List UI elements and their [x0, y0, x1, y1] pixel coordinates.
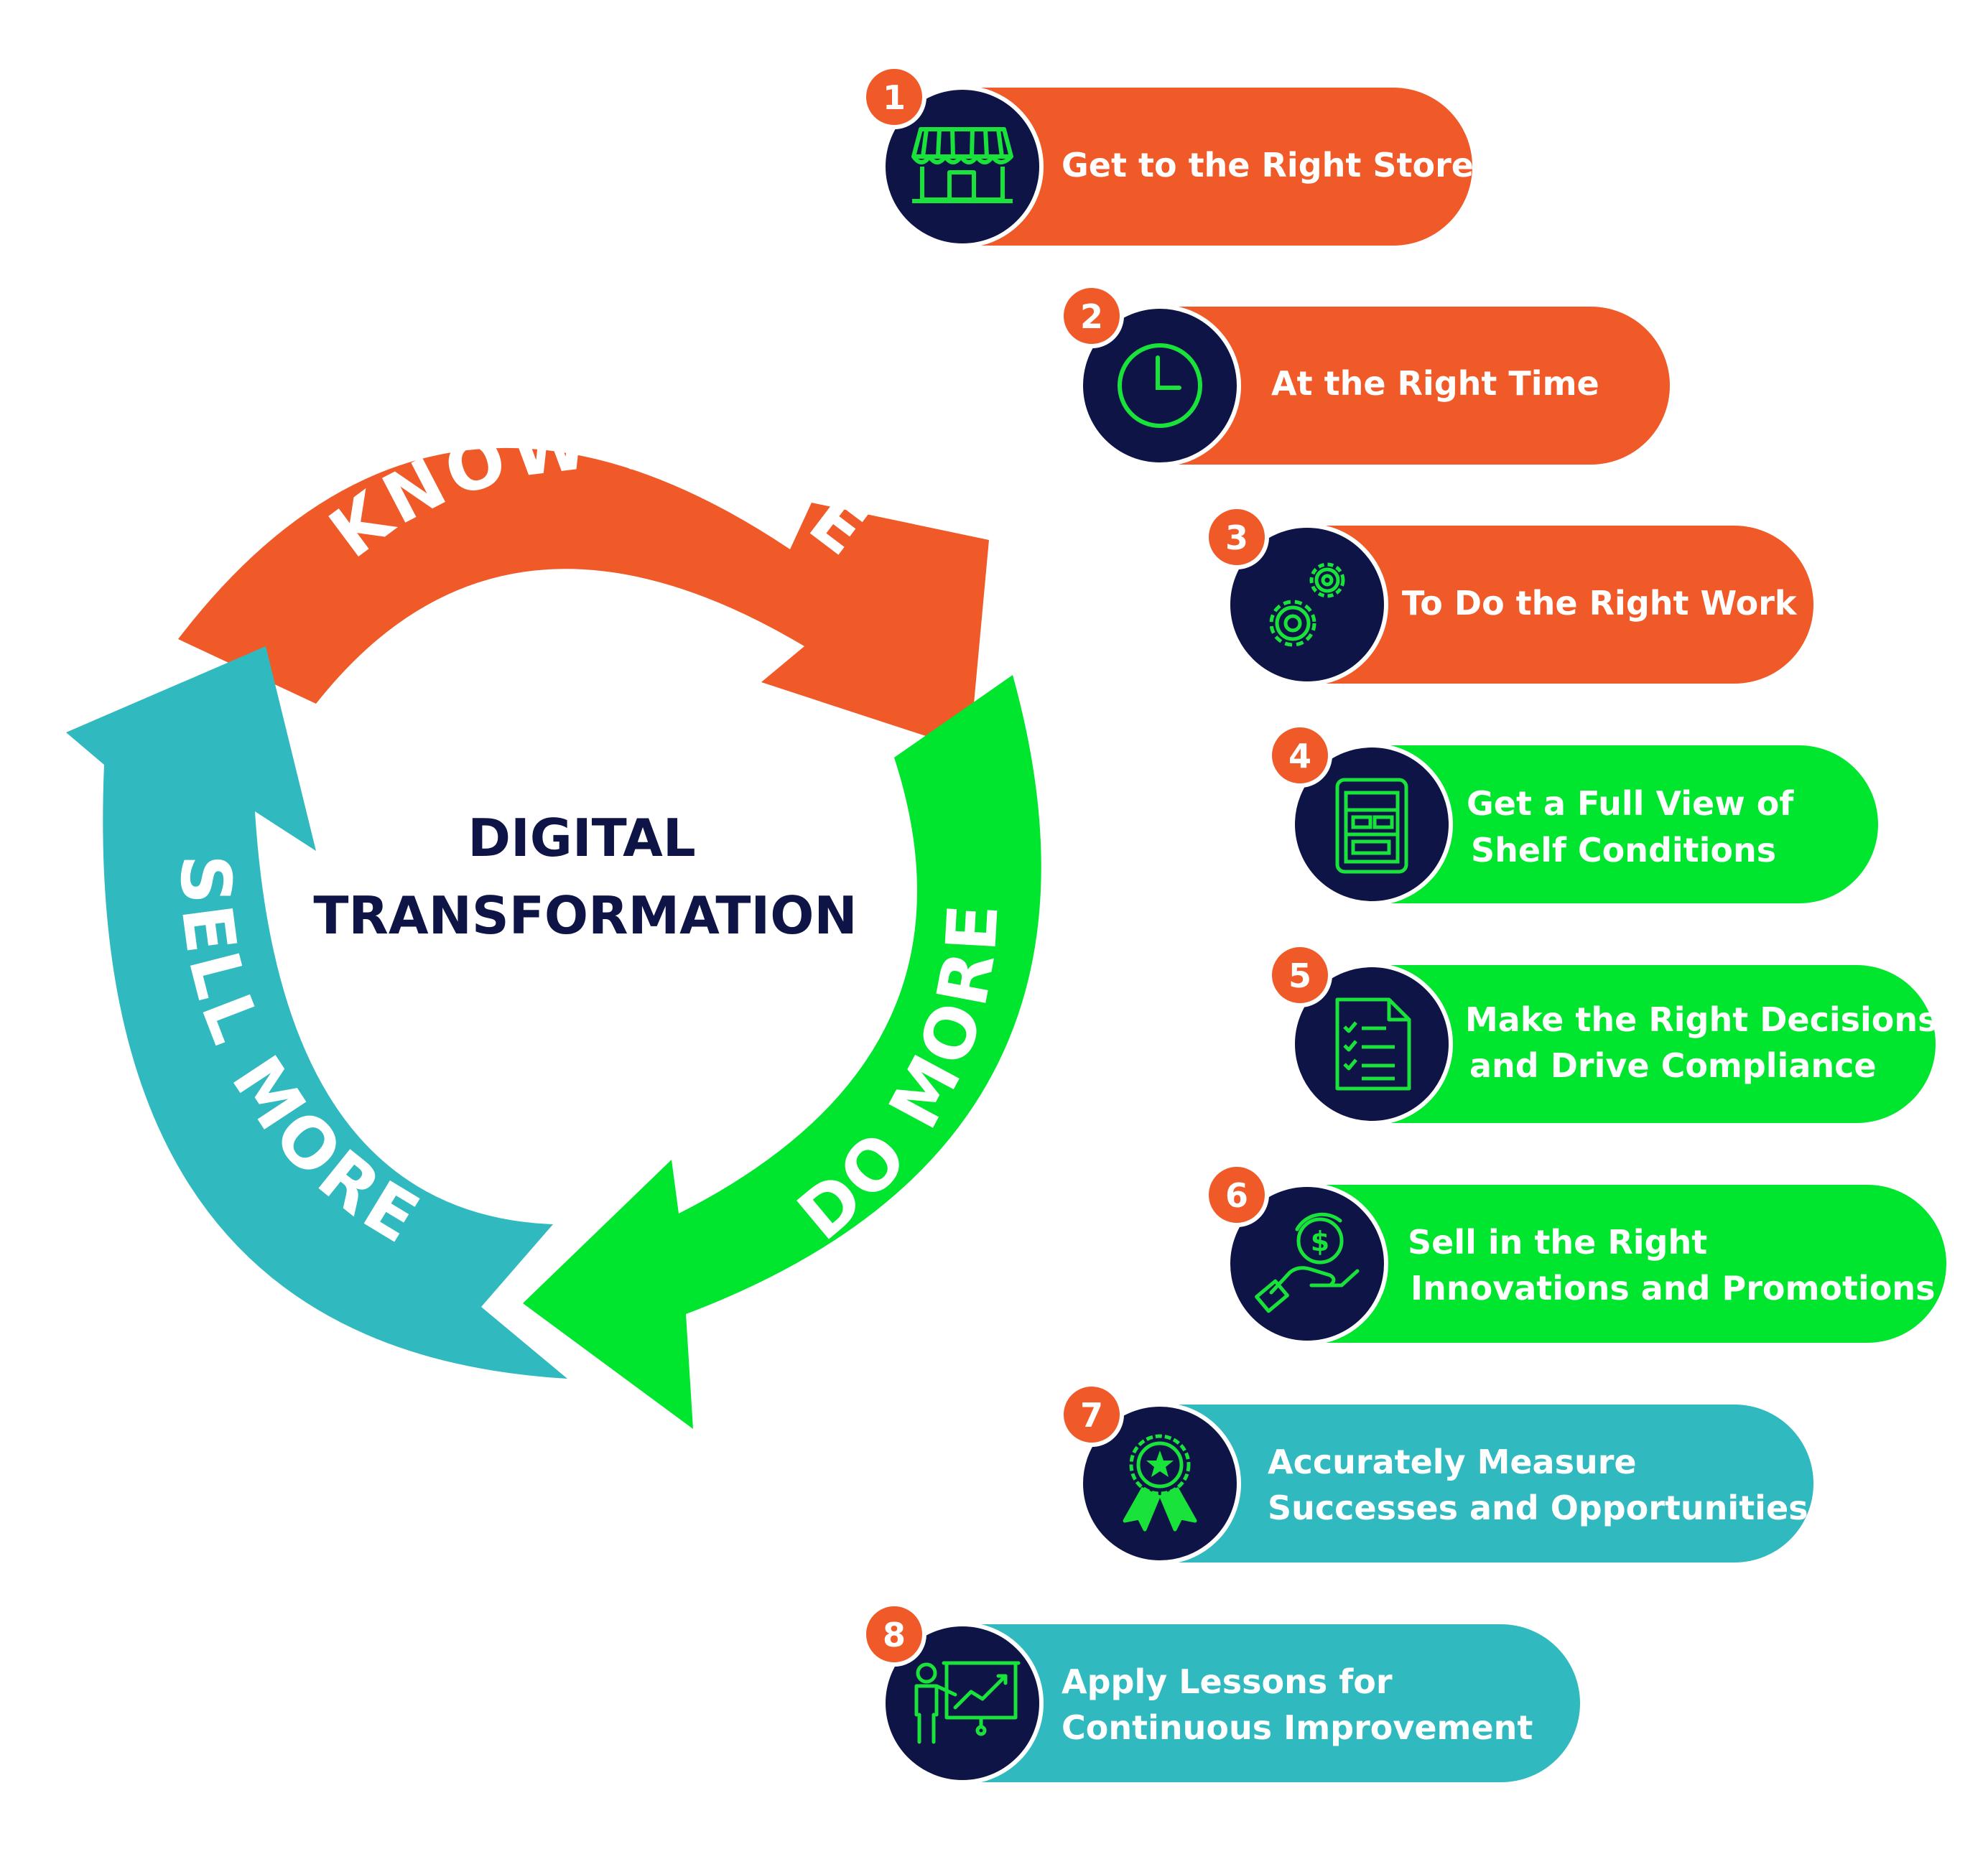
step-8-label-line2: Continuous Improvement — [1062, 1708, 1533, 1747]
step-7-pill — [1081, 1405, 1813, 1562]
svg-text:$: $ — [1311, 1226, 1329, 1257]
clock-icon — [1118, 343, 1202, 428]
presentation-icon — [914, 1661, 1021, 1744]
step-5-icon-circle — [1291, 963, 1453, 1125]
do-more-arrow — [523, 675, 1041, 1429]
step-3-icon-circle — [1226, 523, 1388, 686]
step-5-label-line1: Make the Right Decisions — [1465, 1000, 1938, 1039]
step-3-label: To Do the Right Work — [1402, 584, 1798, 623]
step-6-label-line1: Sell in the Right — [1408, 1223, 1707, 1262]
step-2-number: 2 — [1080, 297, 1103, 336]
step-6: $ 6 Sell in the Right Innovations and Pr… — [1204, 1163, 1946, 1345]
step-3-badge — [1204, 505, 1269, 569]
step-6-badge — [1204, 1163, 1269, 1227]
center-title-line2: TRANSFORMATION — [313, 885, 857, 946]
step-7-icon-circle — [1079, 1402, 1241, 1565]
hand-coin-icon: $ — [1255, 1212, 1360, 1313]
center-title-line1: DIGITAL — [468, 808, 696, 868]
sell-more-arrow — [66, 646, 567, 1379]
step-8-pill — [883, 1624, 1580, 1782]
step-4-label-line2: Shelf Conditions — [1471, 831, 1776, 870]
step-6-label-line2: Innovations and Promotions — [1411, 1269, 1936, 1308]
step-7-label-line2: Successes and Opportunities — [1268, 1489, 1808, 1527]
checklist-icon — [1335, 997, 1411, 1091]
step-3: 3 To Do the Right Work — [1204, 505, 1813, 686]
step-1-label: Get to the Right Store — [1062, 146, 1474, 185]
step-7-number: 7 — [1080, 1396, 1103, 1435]
tablet-icon — [1335, 778, 1408, 874]
know-more-arrow — [178, 447, 989, 750]
step-8-number: 8 — [883, 1616, 906, 1654]
step-1-badge — [862, 65, 926, 129]
step-5-label-line2: and Drive Compliance — [1469, 1046, 1877, 1085]
step-2: 2 At the Right Time — [1059, 284, 1670, 467]
step-6-pill — [1228, 1185, 1946, 1343]
gears-icon — [1269, 562, 1345, 647]
cycle-arrows — [66, 447, 1041, 1429]
award-icon — [1123, 1434, 1197, 1532]
step-4-badge — [1268, 723, 1332, 788]
step-7: 7 Accurately Measure Successes and Oppor… — [1059, 1382, 1813, 1565]
step-7-badge — [1059, 1382, 1124, 1447]
step-2-label: At the Right Time — [1271, 364, 1599, 403]
step-4: 4 Get a Full View of Shelf Conditions — [1268, 723, 1878, 905]
step-6-number: 6 — [1225, 1176, 1248, 1215]
store-icon — [911, 127, 1013, 203]
step-1-number: 1 — [883, 78, 906, 117]
step-5-pill — [1293, 965, 1936, 1123]
step-8: 8 Apply Lessons for Continuous Improveme… — [862, 1602, 1580, 1784]
step-7-label-line1: Accurately Measure — [1268, 1443, 1637, 1481]
step-5: 5 Make the Right Decisions and Drive Com… — [1268, 943, 1938, 1125]
step-4-number: 4 — [1288, 737, 1311, 776]
step-8-badge — [862, 1602, 926, 1667]
step-1: 1 Get to the Right Store — [862, 65, 1474, 248]
step-3-number: 3 — [1225, 518, 1248, 557]
step-2-badge — [1059, 284, 1124, 348]
step-5-badge — [1268, 943, 1332, 1007]
step-4-label-line1: Get a Full View of — [1467, 784, 1794, 823]
step-5-number: 5 — [1288, 956, 1311, 995]
step-6-icon-circle — [1226, 1183, 1388, 1345]
step-8-label-line1: Apply Lessons for — [1062, 1662, 1393, 1701]
